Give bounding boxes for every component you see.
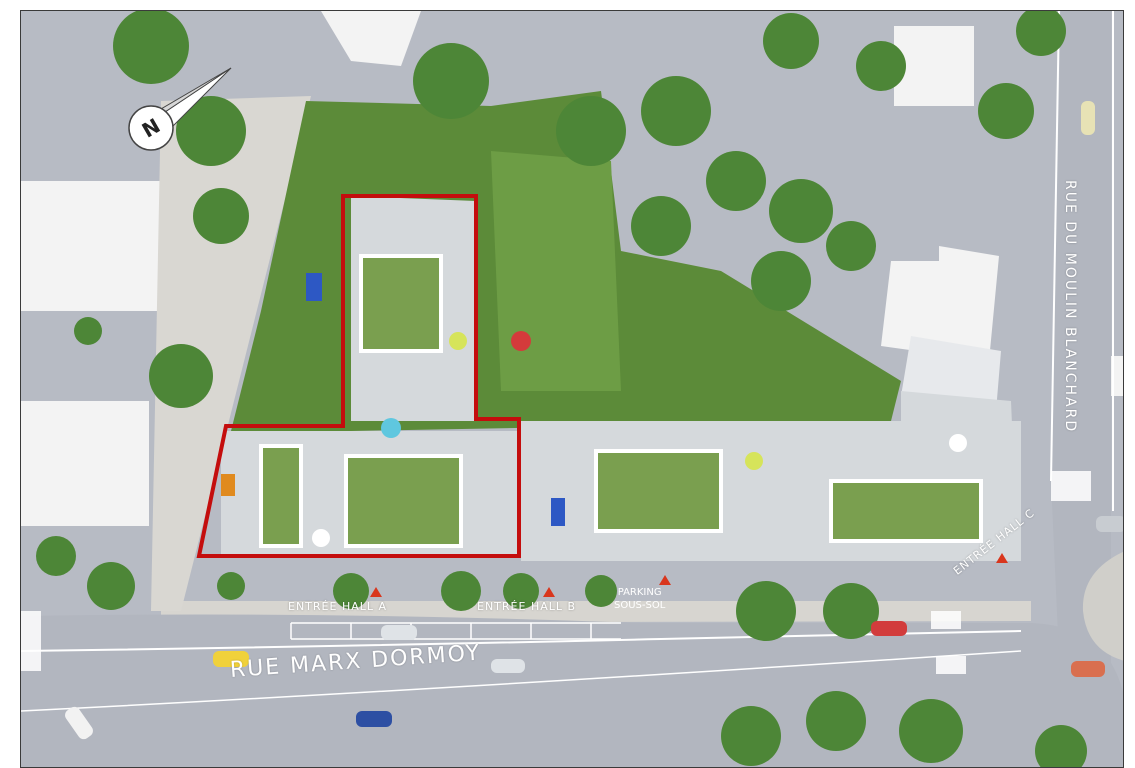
map-canvas bbox=[21, 11, 1123, 767]
green-roof bbox=[344, 454, 463, 548]
car bbox=[491, 659, 525, 673]
furniture bbox=[551, 498, 565, 526]
tree bbox=[751, 251, 811, 311]
tree bbox=[36, 536, 76, 576]
tree bbox=[441, 571, 481, 611]
parasol bbox=[745, 452, 763, 470]
parking-marker bbox=[659, 575, 671, 585]
building bbox=[21, 401, 149, 526]
crosswalk bbox=[936, 656, 966, 674]
tree bbox=[1016, 11, 1066, 56]
garden-lawn-light bbox=[491, 151, 621, 391]
parking-label-line1: Parking bbox=[617, 587, 662, 598]
tree bbox=[556, 96, 626, 166]
north-arrow-icon: N bbox=[128, 67, 232, 151]
green-roof bbox=[259, 444, 303, 548]
site-plan-map: N bbox=[20, 10, 1124, 768]
parking-label: Parking sous-sol bbox=[614, 586, 665, 612]
entrance-c-marker bbox=[996, 553, 1008, 563]
tree bbox=[721, 706, 781, 766]
green-roof bbox=[359, 254, 443, 353]
entrance-markers bbox=[370, 553, 1008, 597]
parasol bbox=[449, 332, 467, 350]
cars bbox=[65, 101, 1123, 740]
road-line bbox=[21, 630, 1022, 652]
crosswalks bbox=[21, 471, 1091, 674]
tree bbox=[149, 344, 213, 408]
tree bbox=[1035, 725, 1087, 767]
car bbox=[381, 625, 417, 640]
tree bbox=[736, 581, 796, 641]
crosswalk bbox=[931, 611, 961, 629]
trees bbox=[36, 11, 1087, 767]
building bbox=[321, 11, 421, 66]
crosswalk bbox=[21, 611, 41, 671]
furniture bbox=[221, 474, 235, 496]
building bbox=[901, 336, 1001, 411]
tree bbox=[333, 573, 369, 609]
street-label-moulin-blanchard: Rue du Moulin Blanchard bbox=[1062, 180, 1078, 434]
road-edge bbox=[1050, 11, 1060, 482]
tree bbox=[769, 179, 833, 243]
tree bbox=[217, 572, 245, 600]
tree bbox=[74, 317, 102, 345]
green-roof bbox=[594, 449, 723, 533]
tree bbox=[899, 699, 963, 763]
tree bbox=[978, 83, 1034, 139]
entrance-a-marker bbox=[370, 587, 382, 597]
tree bbox=[503, 573, 539, 609]
parasol bbox=[511, 331, 531, 351]
car bbox=[1096, 516, 1123, 532]
building bbox=[881, 246, 999, 361]
tree bbox=[585, 575, 617, 607]
parasol bbox=[381, 418, 401, 438]
parasol bbox=[312, 529, 330, 547]
tree bbox=[113, 11, 189, 84]
tree bbox=[806, 691, 866, 751]
car bbox=[1071, 661, 1105, 677]
car bbox=[213, 651, 249, 667]
tree bbox=[856, 41, 906, 91]
sidewalk-diagonal bbox=[151, 96, 311, 611]
parasol bbox=[949, 434, 967, 452]
tree bbox=[193, 188, 249, 244]
furniture bbox=[306, 273, 322, 301]
tree bbox=[631, 196, 691, 256]
car bbox=[356, 711, 392, 727]
car bbox=[1081, 101, 1095, 135]
project-boundary bbox=[196, 194, 521, 558]
parking-label-line2: sous-sol bbox=[614, 600, 666, 611]
road-line bbox=[21, 650, 1022, 712]
car bbox=[871, 621, 907, 636]
green-roof bbox=[829, 479, 983, 543]
entrance-b-marker bbox=[543, 587, 555, 597]
tree bbox=[706, 151, 766, 211]
building bbox=[894, 26, 974, 106]
crosswalk bbox=[1051, 471, 1091, 501]
entrance-label-hall-b: Entrée hall B bbox=[477, 600, 577, 613]
tree bbox=[826, 221, 876, 271]
car bbox=[65, 706, 93, 740]
entrance-label-hall-a: Entrée hall A bbox=[288, 600, 388, 613]
tree bbox=[413, 43, 489, 119]
tree bbox=[87, 562, 135, 610]
tree bbox=[763, 13, 819, 69]
tree bbox=[641, 76, 711, 146]
project-buildings bbox=[221, 196, 1021, 561]
tree bbox=[823, 583, 879, 639]
tree bbox=[176, 96, 246, 166]
roundabout bbox=[1082, 552, 1123, 661]
